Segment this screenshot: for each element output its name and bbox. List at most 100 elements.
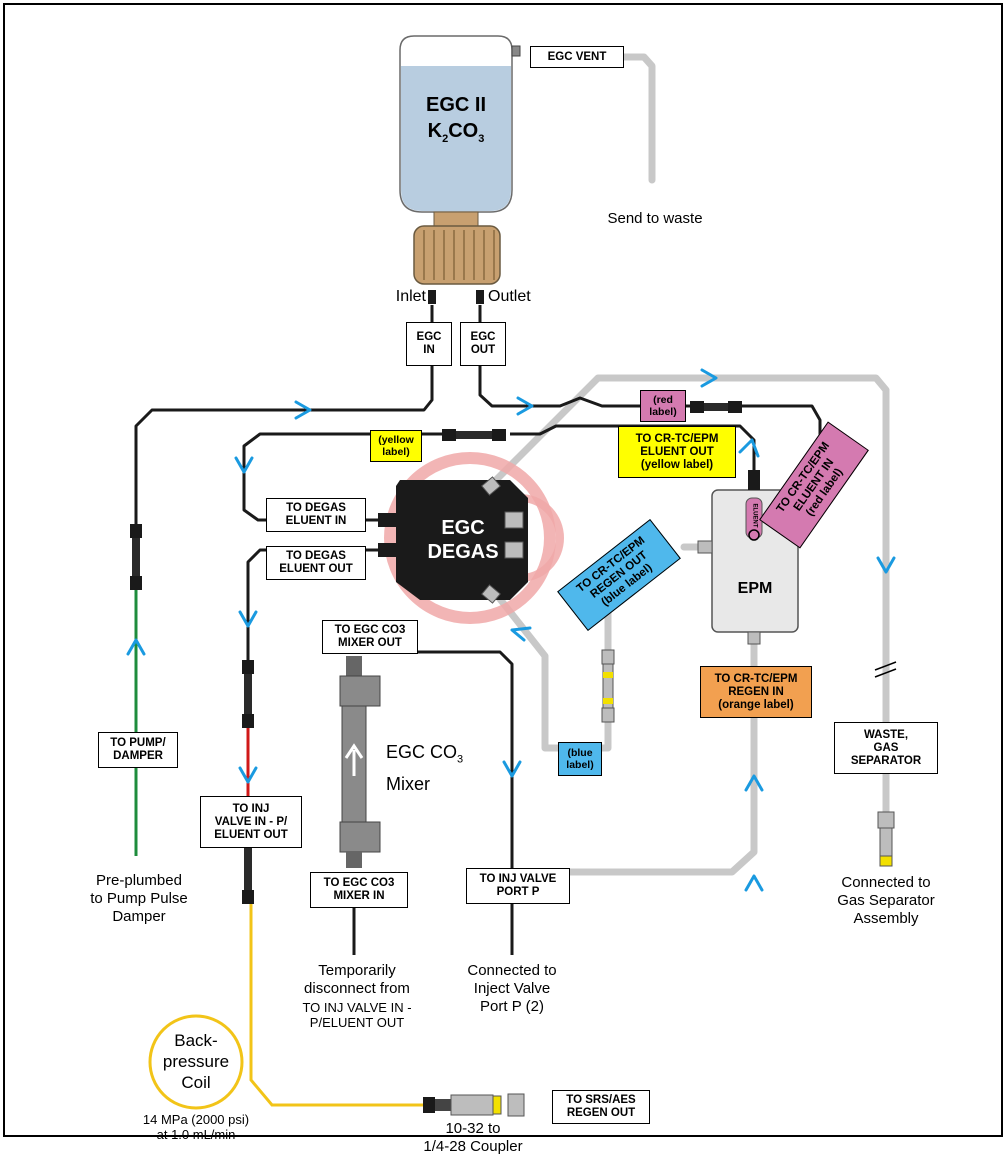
egc-out-line2: OUT	[470, 344, 496, 356]
to-inj-line3: ELUENT OUT	[214, 828, 288, 841]
send-to-waste-text: Send to waste	[607, 210, 703, 227]
temp-disc-line1: Temporarily	[318, 962, 396, 979]
coil-spec-line1: 14 MPa (2000 psi)	[142, 1112, 250, 1127]
coil-line3: Coil	[181, 1073, 211, 1092]
degas-port-r2	[504, 541, 524, 559]
egc-in-line1: EGC	[416, 331, 442, 343]
mixer-top-cap	[339, 675, 381, 707]
mixer-assembly	[339, 656, 381, 868]
arrow-right-2	[516, 396, 534, 416]
waste-gas-line1: WASTE,	[863, 728, 909, 741]
pre-plumbed-line1: Pre-plumbed	[96, 872, 182, 889]
inj-port-line1: TO INJ VALVE	[479, 873, 557, 885]
to-pump-label: TO PUMP/DAMPER	[98, 732, 178, 768]
coil-spec-text: 14 MPa (2000 psi)at 1.0 mL/min	[106, 1112, 286, 1142]
outlet-text: Outlet	[488, 288, 531, 305]
backpressure-coil	[148, 1014, 244, 1110]
egc-out-line1: EGC	[470, 331, 496, 343]
egc-cartridge	[399, 35, 521, 304]
connected-inj-line3: Port P (2)	[480, 998, 544, 1015]
to-inj-line1: TO INJ	[232, 802, 270, 815]
coil-line2: pressure	[162, 1052, 230, 1071]
connected-inj-line1: Connected to	[467, 962, 557, 979]
bottle-title: EGC II	[425, 94, 486, 116]
eluent-out-line2: ELUENT OUT	[640, 445, 714, 458]
mixer-name-sub: 3	[457, 753, 464, 766]
mixer-bottom-stem	[346, 852, 362, 868]
regen-in-line2: REGEN IN	[728, 685, 784, 698]
eluent-out-line1: TO CR-TC/EPM	[635, 432, 719, 445]
inlet-fitting	[428, 290, 436, 304]
srs-regen-line1: TO SRS/AES	[566, 1094, 636, 1106]
arrow-curve-1	[738, 438, 760, 458]
regen-out-tube	[492, 590, 612, 752]
mixer-in-line1: TO EGC CO3	[323, 877, 395, 889]
chem-co: CO	[448, 120, 479, 142]
arrow-up-1	[126, 638, 146, 656]
temp-disc-line4: P/ELUENT OUT	[309, 1015, 405, 1030]
vent-fitting	[511, 45, 521, 57]
cap-ridges	[423, 230, 495, 280]
connected-gas-line1: Connected to	[841, 874, 931, 891]
arrow-down-2	[238, 610, 258, 628]
yellow-tube	[249, 904, 427, 1107]
mixer-out-line1: TO EGC CO3	[334, 624, 406, 636]
waste-gas-line2: GAS	[873, 741, 899, 754]
regen-in-line3: (orange label)	[718, 698, 794, 711]
flow-arrows	[126, 368, 896, 892]
to-pump-line2: DAMPER	[113, 750, 163, 762]
epm-bottom-fitting	[747, 631, 761, 645]
pre-plumbed-line3: Damper	[112, 908, 166, 925]
epm-title: EPM	[737, 580, 773, 597]
egc-in-line2: IN	[423, 344, 435, 356]
coupler-line1: 10-32 to	[445, 1120, 501, 1137]
bottle-cap	[413, 225, 501, 285]
to-degas-in-line1: TO DEGAS	[286, 502, 346, 514]
mixer-name-text: EGC CO	[386, 742, 458, 762]
connected-gas-line2: Gas Separator	[837, 892, 935, 909]
srs-regen-line2: REGEN OUT	[566, 1107, 636, 1119]
degas-port-top	[481, 476, 501, 496]
egc-vent-label: EGC VENT	[530, 46, 624, 68]
epm-eluent-text: ELUENT	[751, 503, 758, 528]
to-degas-out-line1: TO DEGAS	[286, 550, 346, 562]
temp-disc-line3: TO INJ VALVE IN -	[302, 1000, 412, 1015]
to-degas-out-line2: ELUENT OUT	[279, 563, 353, 575]
arrow-down-3	[238, 766, 258, 784]
degas-port-r1	[504, 511, 524, 529]
blue-label-line2: label)	[566, 759, 594, 771]
bottle-chemical: K2CO3	[404, 120, 508, 150]
epm-eluent-port	[748, 529, 760, 541]
red-label-line2: label)	[649, 406, 677, 418]
degas-assembly	[378, 452, 564, 624]
yellow-label-line1: (yellow	[378, 434, 414, 446]
chem-k: K	[427, 120, 443, 142]
egc-vent-text: EGC VENT	[547, 50, 607, 63]
degas-port-out	[378, 543, 396, 557]
regen-in-tube	[518, 711, 758, 876]
degas-body	[396, 480, 528, 600]
degas-line2: DEGAS	[427, 541, 499, 563]
outlet-fitting	[476, 290, 484, 304]
regen-in-line1: TO CR-TC/EPM	[714, 672, 798, 685]
blue-label-line1: (blue	[567, 747, 593, 759]
mixer-out-line2: MIXER OUT	[338, 637, 402, 649]
